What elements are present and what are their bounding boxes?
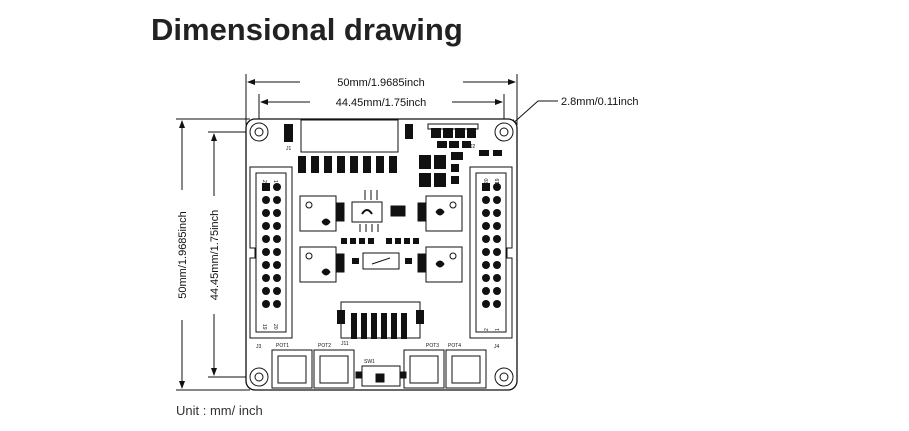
driver-modules bbox=[299, 195, 463, 283]
j2-connector: J2 bbox=[427, 123, 502, 156]
j3-pin bbox=[262, 261, 270, 269]
j3-pin bbox=[273, 300, 281, 308]
j3-pin bbox=[273, 287, 281, 295]
j4-pin-1-label: 1 bbox=[495, 328, 501, 331]
j4-pin bbox=[493, 222, 501, 230]
pot4-label: POT4 bbox=[448, 343, 461, 349]
j11-label: J11 bbox=[341, 341, 349, 347]
mounting-holes bbox=[249, 122, 514, 387]
j3-pin bbox=[262, 222, 270, 230]
j1-connector: J1 bbox=[284, 119, 413, 153]
j3-pin bbox=[273, 209, 281, 217]
pot2-label: POT2 bbox=[318, 343, 331, 349]
j4-label: J4 bbox=[494, 344, 500, 350]
j4-pin-2-label: 2 bbox=[484, 328, 490, 331]
j2-label: J2 bbox=[470, 144, 476, 150]
hole-spacing-width-dimension: 44.45mm/1.75inch bbox=[260, 97, 503, 109]
j4-pin bbox=[493, 209, 501, 217]
j4-pin bbox=[482, 274, 490, 282]
j3-pin bbox=[273, 222, 281, 230]
hole-spacing-height-dimension: 44.45mm/1.75inch bbox=[209, 133, 221, 376]
j3-pin bbox=[262, 274, 270, 282]
j4-pin bbox=[493, 183, 501, 191]
hole-diameter-callout: 2.8mm/0.11inch bbox=[509, 96, 638, 127]
overall-height-dimension: 50mm/1.9685inch bbox=[177, 120, 189, 389]
j3-pin-1-label: 1 bbox=[272, 180, 278, 183]
j3-pin bbox=[273, 196, 281, 204]
pot1: POT1 bbox=[271, 343, 313, 389]
j3-pin bbox=[273, 248, 281, 256]
j3-pin-2-label: 2 bbox=[261, 180, 267, 183]
j4-pin bbox=[482, 222, 490, 230]
central-ics bbox=[341, 190, 419, 270]
hole-diameter-label: 2.8mm/0.11inch bbox=[561, 96, 638, 108]
pot4: POT4 bbox=[445, 343, 487, 389]
j4-pin bbox=[482, 235, 490, 243]
j4-pin-20-label: 20 bbox=[484, 178, 490, 184]
pot3-label: POT3 bbox=[426, 343, 439, 349]
j3-pin bbox=[262, 209, 270, 217]
j1-label: J1 bbox=[286, 146, 292, 152]
hole-spacing-width-label: 44.45mm/1.75inch bbox=[336, 97, 427, 109]
j3-pin bbox=[262, 183, 270, 191]
j4-pin bbox=[482, 183, 490, 191]
j3-label: J3 bbox=[256, 344, 262, 350]
j4-pin bbox=[493, 274, 501, 282]
j3-pin bbox=[262, 287, 270, 295]
page-title: Dimensional drawing bbox=[151, 12, 463, 47]
j3-pin-20-label: 20 bbox=[272, 324, 278, 330]
hole-spacing-height-label: 44.45mm/1.75inch bbox=[209, 210, 221, 301]
j3-pin bbox=[262, 235, 270, 243]
j4-pin bbox=[482, 261, 490, 269]
j4-pin bbox=[482, 196, 490, 204]
j4-pin bbox=[482, 209, 490, 217]
j4-pin bbox=[493, 235, 501, 243]
overall-height-label: 50mm/1.9685inch bbox=[177, 211, 189, 298]
j4-pin bbox=[482, 248, 490, 256]
j3-pin-19-label: 19 bbox=[261, 324, 267, 330]
j4-pin bbox=[493, 261, 501, 269]
transistor-cluster bbox=[419, 152, 463, 187]
sw1-label: SW1 bbox=[364, 359, 375, 365]
pot3: POT3 bbox=[403, 343, 445, 389]
board-outline bbox=[245, 118, 518, 391]
unit-note: Unit : mm/ inch bbox=[176, 403, 263, 418]
j4-pin bbox=[493, 248, 501, 256]
j4-pin bbox=[482, 300, 490, 308]
j3-pin bbox=[273, 274, 281, 282]
j3-pin bbox=[262, 300, 270, 308]
j4-pin bbox=[493, 287, 501, 295]
j3-pin bbox=[273, 183, 281, 191]
sw1-switch: SW1 bbox=[355, 359, 407, 387]
overall-width-dimension: 50mm/1.9685inch bbox=[247, 77, 516, 89]
j4-pin bbox=[493, 300, 501, 308]
resistor-row bbox=[298, 156, 397, 173]
j3-pin bbox=[273, 261, 281, 269]
j3-pin bbox=[262, 196, 270, 204]
overall-width-label: 50mm/1.9685inch bbox=[337, 77, 424, 89]
pot2: POT2 bbox=[313, 343, 355, 389]
j4-pin bbox=[482, 287, 490, 295]
j3-pin bbox=[262, 248, 270, 256]
j4-connector: 20 19 2 1 J4 bbox=[469, 166, 513, 350]
j3-pin bbox=[273, 235, 281, 243]
j3-connector: 1 2 19 20 J3 bbox=[249, 166, 293, 350]
pot1-label: POT1 bbox=[276, 343, 289, 349]
j11-connector: J11 bbox=[337, 301, 424, 347]
j4-pin bbox=[493, 196, 501, 204]
j4-pin-19-label: 19 bbox=[495, 178, 501, 184]
potentiometers: POT1 POT2 POT3 POT4 bbox=[271, 343, 487, 389]
